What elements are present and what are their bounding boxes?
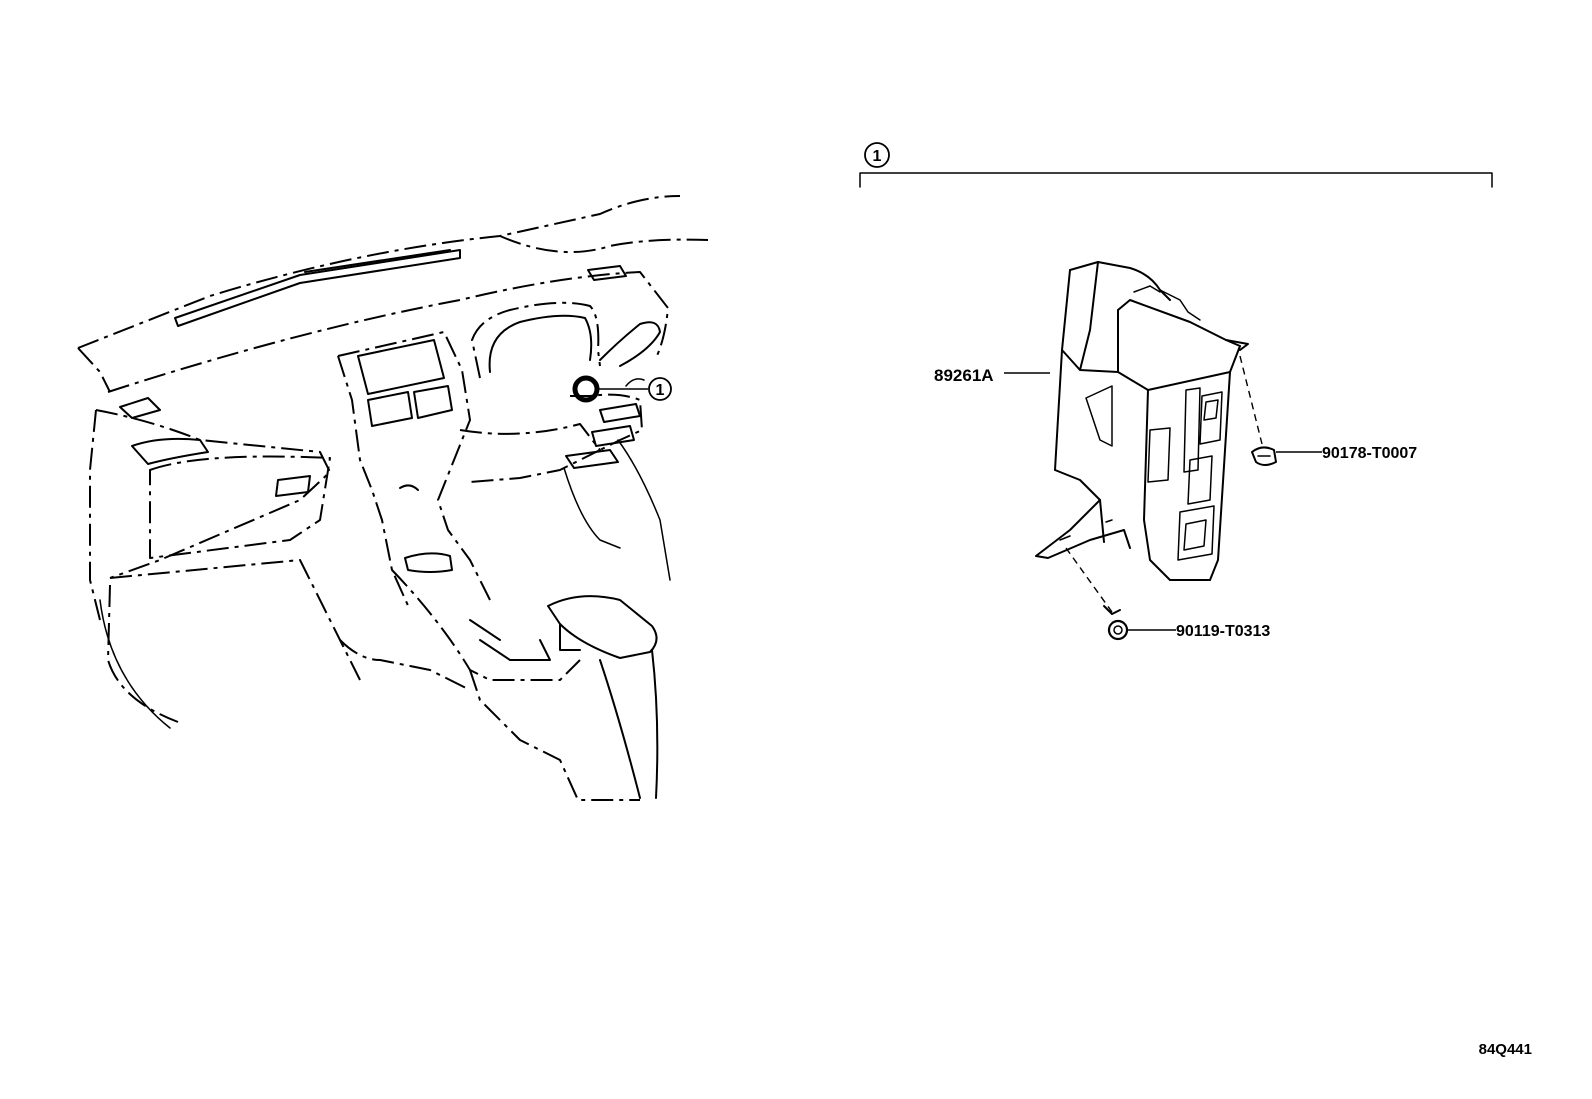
callout-number-dashboard: 1 (656, 382, 665, 399)
clip-part (1239, 355, 1277, 466)
bolt-part (1065, 547, 1129, 641)
group-bracket: 1 (859, 142, 1493, 188)
part-number-text: 89261A (934, 366, 994, 385)
callout-circle-dashboard (648, 377, 672, 401)
ecu-module-drawing (1035, 261, 1249, 581)
callout-circle-group (864, 142, 890, 168)
part-label-89261A: 89261A (934, 366, 1050, 385)
group-bracket-line (859, 172, 1493, 188)
callout-number-group: 1 (873, 148, 882, 165)
part-number-text: 90119-T0313 (1176, 623, 1270, 640)
figure-code: 84Q441 (1479, 1041, 1532, 1058)
part-number-text: 90178-T0007 (1322, 445, 1417, 462)
part-label-90119-T0313: 90119-T0313 (1128, 623, 1270, 640)
dashboard-illustration: 1 (77, 195, 709, 801)
part-label-90178-T0007: 90178-T0007 (1276, 445, 1417, 462)
